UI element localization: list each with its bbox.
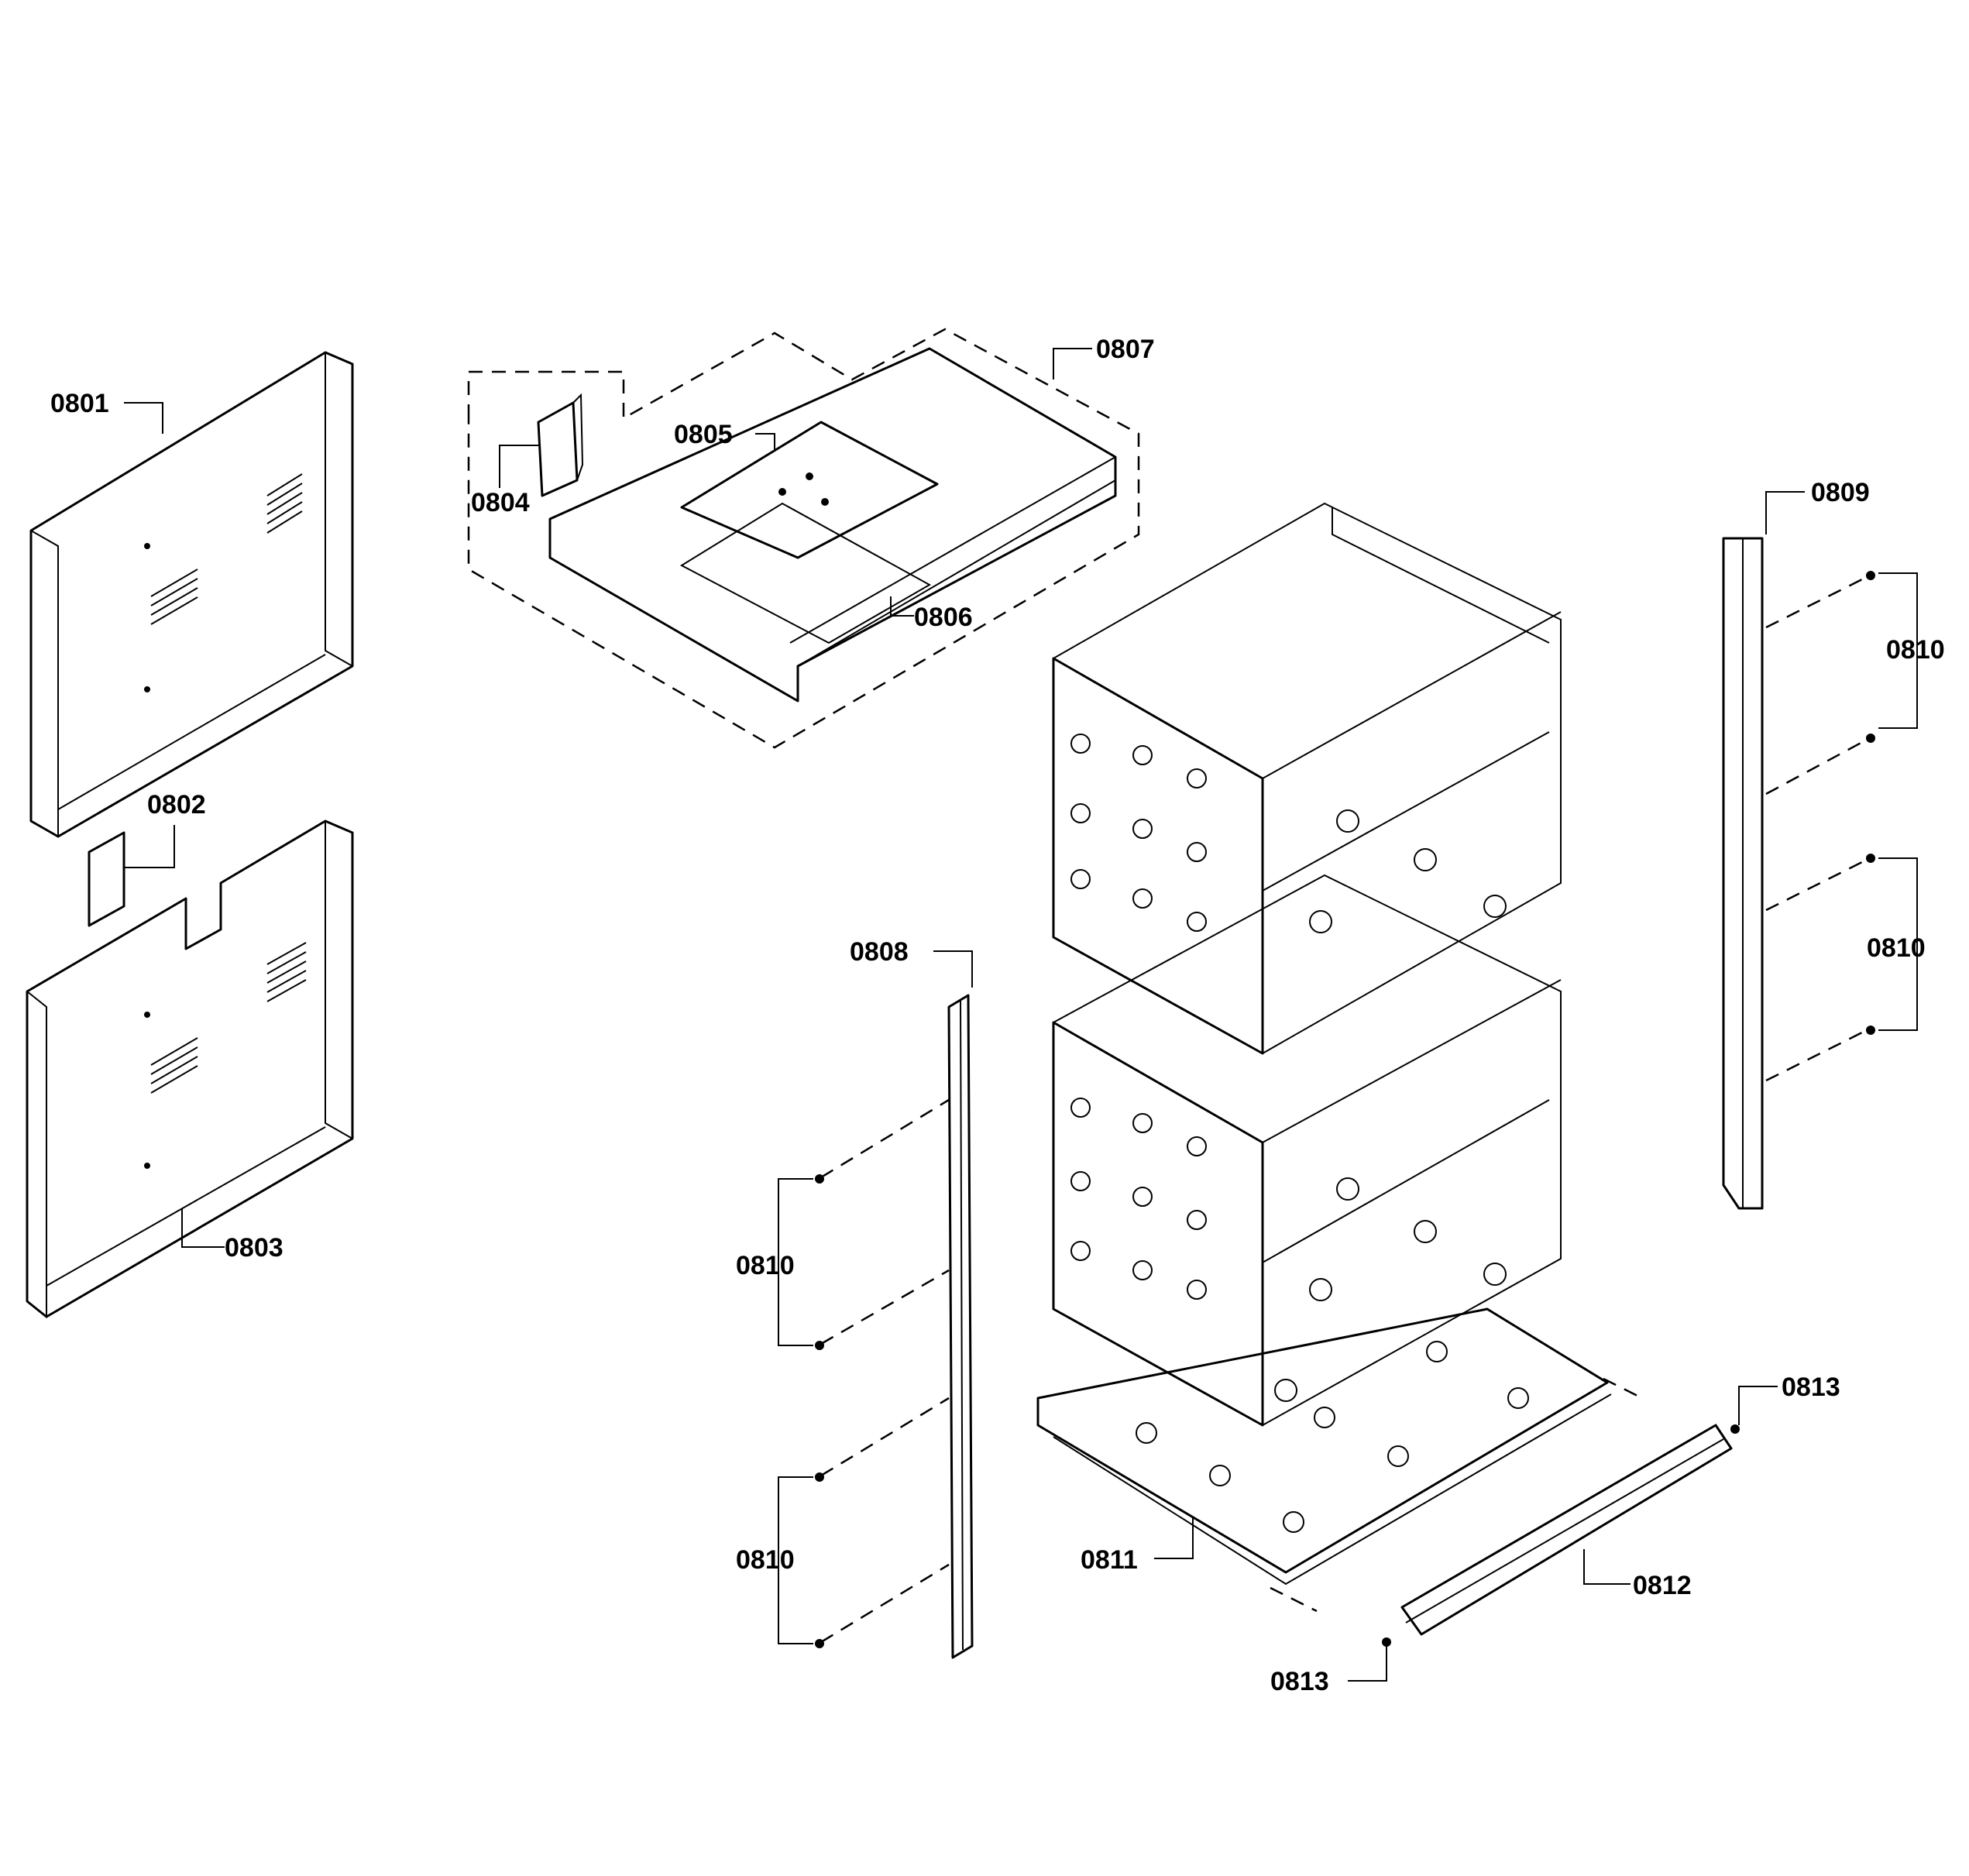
part-0811-base-tray: [1036, 1307, 1612, 1586]
leader-0810-c: 0810: [1878, 572, 1945, 729]
callout-0805: 0805: [674, 420, 733, 449]
callout-0810-a: 0810: [736, 1251, 795, 1280]
part-0808-left-trim-strip: [815, 994, 974, 1659]
callout-0808: 0808: [850, 937, 909, 967]
callout-0813-b: 0813: [1270, 1667, 1329, 1696]
leader-0805: 0805: [674, 420, 775, 449]
callout-0804: 0804: [471, 488, 530, 517]
part-0812-front-trim: [1270, 1377, 1733, 1636]
leader-0802: 0802: [124, 790, 206, 868]
callout-0813-a: 0813: [1782, 1373, 1840, 1402]
callout-0811: 0811: [1081, 1545, 1138, 1575]
part-0809-right-trim-strip: [1722, 537, 1875, 1210]
part-oven-frame-upper: [1052, 502, 1562, 1055]
leader-0804: 0804: [471, 445, 538, 517]
part-0803-lower-side-panel: [26, 819, 354, 1319]
callout-0812: 0812: [1633, 1571, 1692, 1600]
leader-0812: 0812: [1583, 1549, 1692, 1600]
callout-0809: 0809: [1811, 478, 1870, 507]
fastener-0813-b: 0813: [1270, 1637, 1391, 1696]
callout-0801: 0801: [50, 389, 109, 418]
part-oven-frame-lower: [1052, 874, 1562, 1427]
leader-0806: 0806: [890, 596, 973, 632]
leader-0808: 0808: [850, 937, 973, 988]
part-0807-top-assembly-outline: [467, 328, 1140, 749]
part-0806-top-cover: [548, 347, 1117, 703]
part-0804-bracket: [537, 393, 584, 497]
callout-0810-d: 0810: [1867, 933, 1926, 963]
part-0801-upper-side-panel: [29, 351, 354, 838]
callout-0810-c: 0810: [1886, 635, 1945, 665]
leader-0810-a: 0810: [736, 1178, 813, 1346]
fastener-0813-a: 0813: [1730, 1373, 1840, 1434]
leader-0809: 0809: [1765, 478, 1870, 534]
leader-0801: 0801: [50, 389, 163, 434]
callout-0810-b: 0810: [736, 1545, 795, 1575]
leader-0810-b: 0810: [736, 1476, 813, 1644]
callout-0807: 0807: [1096, 335, 1155, 364]
part-0802-small-plate: [88, 831, 125, 927]
callout-0803: 0803: [225, 1233, 283, 1263]
part-0805-insulation-plate: [679, 421, 939, 644]
leader-0807: 0807: [1053, 335, 1155, 380]
leader-0810-d: 0810: [1867, 857, 1926, 1031]
callout-0806: 0806: [914, 603, 973, 632]
callout-0802: 0802: [147, 790, 206, 819]
leader-0803: 0803: [181, 1208, 283, 1263]
leader-0811: 0811: [1081, 1518, 1194, 1575]
